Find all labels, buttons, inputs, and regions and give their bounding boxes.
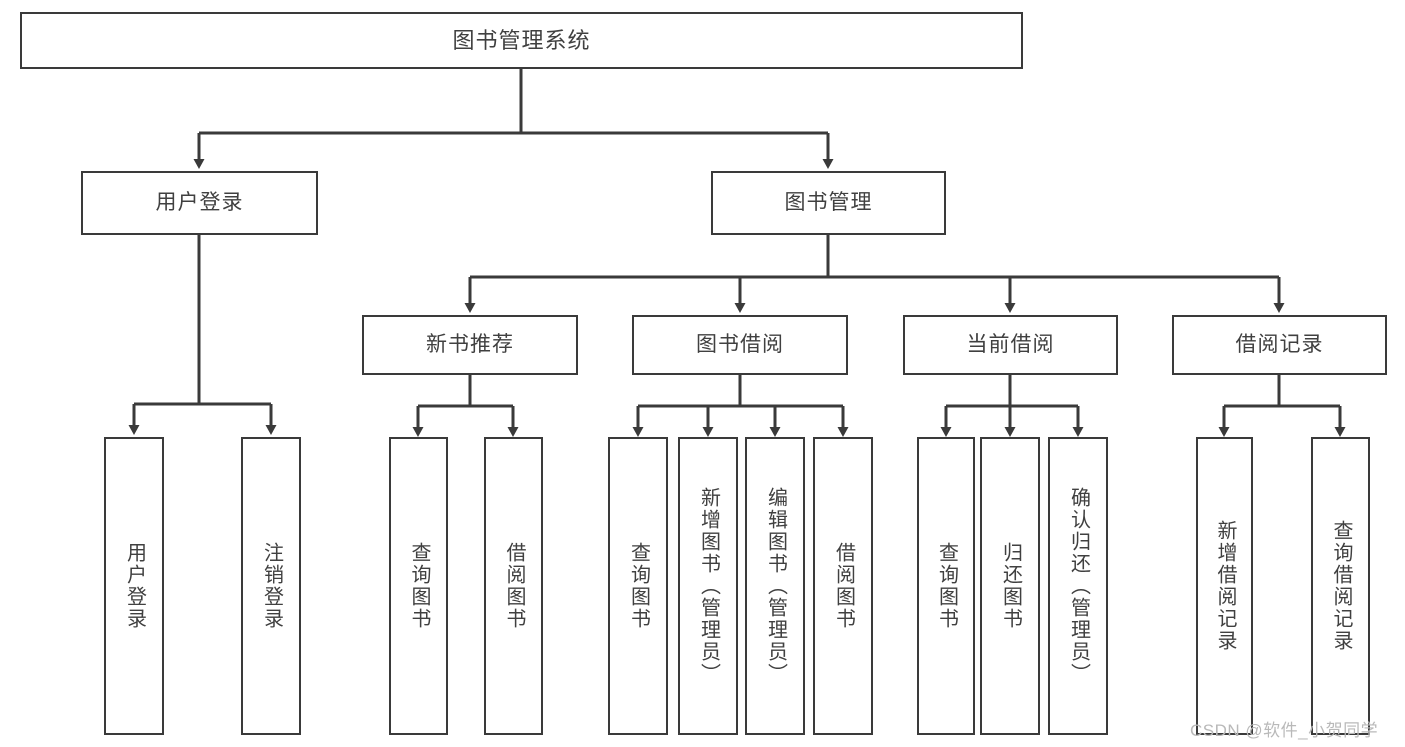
node-user-login-label: 用户登录 xyxy=(155,190,244,214)
leaf-add-book-admin[interactable]: 新增图书（管理员） xyxy=(678,437,738,735)
leaf-query-book-label: 查询图书 xyxy=(627,542,650,630)
leaf-add-borrow-record-label: 新增借阅记录 xyxy=(1214,520,1236,652)
leaf-borrow-book[interactable]: 借阅图书 xyxy=(813,437,873,735)
node-current-borrow-label: 当前借阅 xyxy=(966,332,1055,356)
leaf-confirm-return-admin-label: 确认归还（管理员） xyxy=(1067,487,1090,685)
node-new-book-recommend-label: 新书推荐 xyxy=(426,332,514,356)
leaf-add-borrow-record[interactable]: 新增借阅记录 xyxy=(1196,437,1253,735)
node-book-borrow-label: 图书借阅 xyxy=(696,332,784,356)
node-borrow-record-label: 借阅记录 xyxy=(1235,332,1324,356)
leaf-add-book-admin-label: 新增图书（管理员） xyxy=(697,487,720,685)
leaf-query-book-current-label: 查询图书 xyxy=(935,542,958,630)
node-book-management-label: 图书管理 xyxy=(784,190,873,214)
leaf-query-book-recommend[interactable]: 查询图书 xyxy=(389,437,448,735)
leaf-query-borrow-record-label: 查询借阅记录 xyxy=(1330,520,1352,652)
leaf-edit-book-admin[interactable]: 编辑图书（管理员） xyxy=(745,437,805,735)
node-root-label: 图书管理系统 xyxy=(452,27,591,53)
leaf-return-book-label: 归还图书 xyxy=(999,542,1022,630)
leaf-confirm-return-admin[interactable]: 确认归还（管理员） xyxy=(1048,437,1108,735)
node-book-borrow[interactable]: 图书借阅 xyxy=(632,315,848,375)
node-current-borrow[interactable]: 当前借阅 xyxy=(903,315,1118,375)
leaf-user-login[interactable]: 用户登录 xyxy=(104,437,164,735)
node-root[interactable]: 图书管理系统 xyxy=(20,12,1023,69)
leaf-borrow-book-recommend[interactable]: 借阅图书 xyxy=(484,437,543,735)
leaf-query-book-recommend-label: 查询图书 xyxy=(408,542,430,630)
leaf-logout-label: 注销登录 xyxy=(260,542,283,630)
leaf-borrow-book-label: 借阅图书 xyxy=(832,542,855,630)
leaf-return-book[interactable]: 归还图书 xyxy=(980,437,1040,735)
leaf-query-book[interactable]: 查询图书 xyxy=(608,437,668,735)
leaf-borrow-book-recommend-label: 借阅图书 xyxy=(503,542,525,630)
node-new-book-recommend[interactable]: 新书推荐 xyxy=(362,315,578,375)
node-borrow-record[interactable]: 借阅记录 xyxy=(1172,315,1387,375)
node-book-management[interactable]: 图书管理 xyxy=(711,171,946,235)
leaf-edit-book-admin-label: 编辑图书（管理员） xyxy=(764,487,787,685)
node-user-login[interactable]: 用户登录 xyxy=(81,171,318,235)
leaf-logout[interactable]: 注销登录 xyxy=(241,437,301,735)
leaf-user-login-label: 用户登录 xyxy=(123,542,146,630)
leaf-query-borrow-record[interactable]: 查询借阅记录 xyxy=(1311,437,1370,735)
leaf-query-book-current[interactable]: 查询图书 xyxy=(917,437,975,735)
